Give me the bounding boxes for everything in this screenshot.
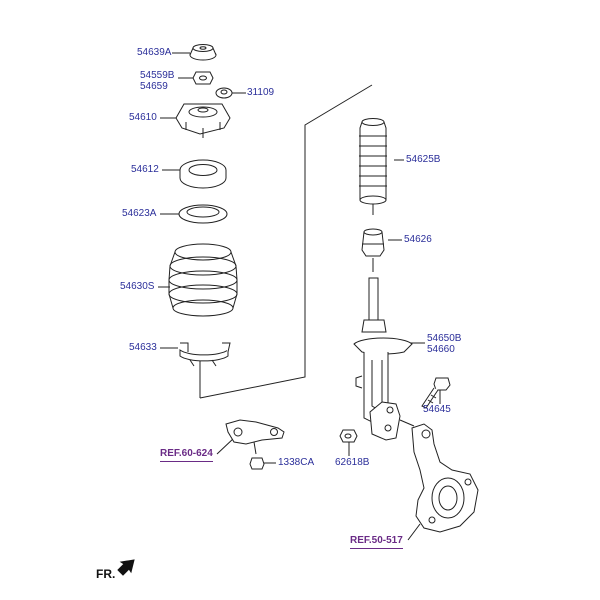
dust-boot-part bbox=[359, 118, 387, 215]
label-54633: 54633 bbox=[129, 342, 157, 353]
assembly-bracket bbox=[199, 84, 373, 399]
coil-spring-part bbox=[168, 243, 238, 317]
lower-spring-pad-part bbox=[179, 342, 231, 367]
leader-ref60 bbox=[216, 437, 235, 455]
label-54650B: 54650B bbox=[427, 333, 462, 344]
ref-60-624-link[interactable]: REF.60-624 bbox=[160, 448, 213, 462]
ref-50-517-link[interactable]: REF.50-517 bbox=[350, 535, 403, 549]
leader-ref50 bbox=[407, 523, 421, 541]
strut-nut-part bbox=[339, 429, 358, 443]
label-31109: 31109 bbox=[247, 87, 275, 98]
label-1338CA: 1338CA bbox=[278, 457, 315, 468]
strut-body-part bbox=[353, 277, 413, 441]
strut-mount-part bbox=[175, 103, 231, 138]
label-54623A: 54623A bbox=[122, 208, 157, 219]
strut-bearing-part bbox=[179, 159, 227, 189]
bump-stopper-part bbox=[361, 228, 385, 272]
label-54660: 54660 bbox=[427, 344, 455, 355]
steering-knuckle-part bbox=[399, 419, 479, 533]
label-54612: 54612 bbox=[131, 164, 159, 175]
label-54625B: 54625B bbox=[406, 154, 441, 165]
label-54626: 54626 bbox=[404, 234, 432, 245]
dust-cap-part bbox=[189, 44, 217, 61]
lock-nut-part bbox=[192, 71, 214, 85]
label-54610: 54610 bbox=[129, 112, 157, 123]
label-54559B: 54559B bbox=[140, 70, 175, 81]
label-62618B: 62618B bbox=[335, 457, 370, 468]
label-54645: 54645 bbox=[423, 404, 451, 415]
washer-part bbox=[215, 87, 233, 99]
bolt-part bbox=[421, 377, 451, 409]
label-54639A: 54639A bbox=[137, 47, 172, 58]
label-54630S: 54630S bbox=[120, 281, 155, 292]
spring-pad-part bbox=[178, 204, 228, 224]
label-54659: 54659 bbox=[140, 81, 168, 92]
front-direction-label: FR. bbox=[96, 567, 116, 581]
link-nut-part bbox=[249, 457, 265, 470]
stabilizer-link-part bbox=[225, 419, 285, 455]
front-direction-arrow-icon bbox=[117, 559, 135, 576]
